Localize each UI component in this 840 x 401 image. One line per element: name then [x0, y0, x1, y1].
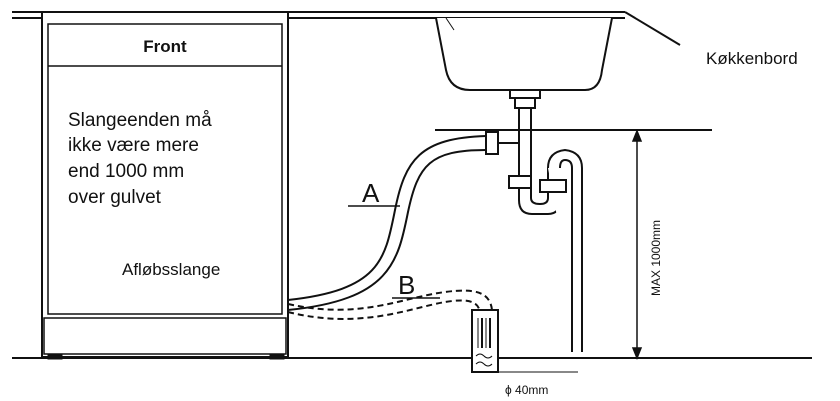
hose-a-label: A — [362, 178, 380, 208]
hose-b-label: B — [398, 270, 415, 300]
drain-hose-b — [287, 289, 493, 320]
sink-basin — [435, 17, 613, 109]
drain-hose-a — [287, 135, 487, 311]
kitchen-counter-label: Køkkenbord — [706, 49, 798, 68]
note-line-3: end 1000 mm — [68, 161, 184, 182]
leader-lines — [348, 205, 440, 299]
note-line-1: Slangeenden må — [68, 110, 212, 131]
sink-trap — [508, 108, 583, 352]
pipe-diameter-label: ϕ 40mm — [505, 383, 548, 397]
floor-drain-pipe — [471, 309, 578, 373]
max-height-dimension — [631, 128, 643, 361]
front-label: Front — [143, 37, 187, 56]
note-line-2: ikke være mere — [68, 135, 199, 156]
dishwasher — [41, 11, 289, 360]
max-height-label: MAX 1000mm — [649, 220, 663, 296]
drain-hose-label: Afløbsslange — [122, 260, 220, 279]
hose-connector — [485, 131, 519, 155]
note-line-4: over gulvet — [68, 187, 162, 208]
